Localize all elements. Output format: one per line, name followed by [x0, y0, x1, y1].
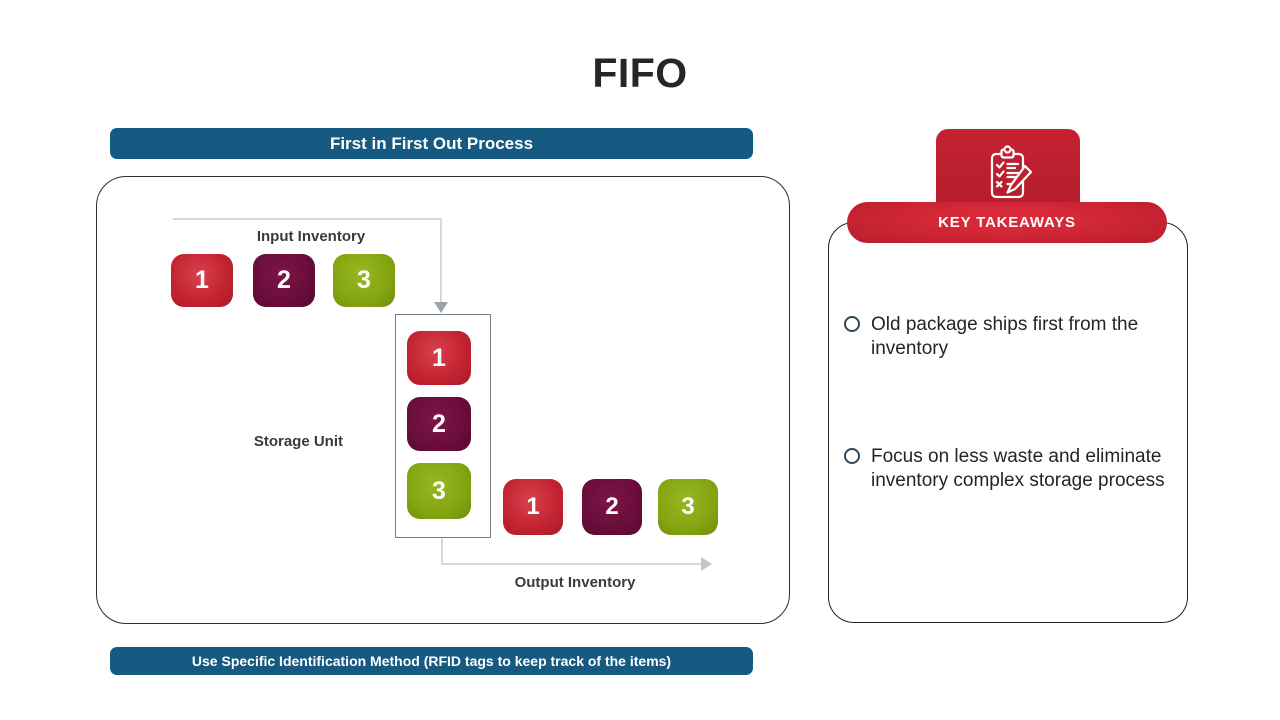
takeaway-text: Focus on less waste and eliminate invent… — [871, 446, 1165, 491]
storage-box-1: 1 — [407, 331, 471, 385]
arrow-down-icon — [434, 302, 448, 313]
input-box-3: 3 — [333, 254, 395, 307]
takeaways-header: KEY TAKEAWAYS — [847, 202, 1167, 243]
output-box-2: 2 — [582, 479, 642, 535]
method-banner: Use Specific Identification Method (RFID… — [110, 647, 753, 675]
page-title: FIFO — [592, 50, 688, 96]
flow-connector-arrows — [173, 218, 712, 571]
output-box-1: 1 — [503, 479, 563, 535]
output-inventory-label: Output Inventory — [514, 574, 636, 591]
takeaways-card — [828, 222, 1188, 623]
takeaway-item: Focus on less waste and eliminate invent… — [844, 445, 1180, 492]
takeaway-text: Old package ships first from the invento… — [871, 314, 1139, 359]
process-banner: First in First Out Process — [110, 128, 753, 159]
output-box-3: 3 — [658, 479, 718, 535]
storage-box-2: 2 — [407, 397, 471, 451]
storage-unit-label: Storage Unit — [253, 433, 343, 450]
clipboard-checklist-icon — [990, 145, 1033, 199]
input-box-1: 1 — [171, 254, 233, 307]
takeaways-header-label: KEY TAKEAWAYS — [938, 214, 1076, 231]
arrow-right-icon — [701, 557, 712, 571]
process-banner-label: First in First Out Process — [329, 133, 534, 153]
input-inventory-label: Input Inventory — [256, 228, 366, 245]
input-box-2: 2 — [253, 254, 315, 307]
process-diagram-panel: Input Inventory Storage Unit Output Inve… — [96, 176, 790, 624]
storage-box-3: 3 — [407, 463, 471, 519]
ring-bullet-icon — [844, 316, 860, 332]
takeaway-item: Old package ships first from the invento… — [844, 313, 1180, 360]
method-banner-label: Use Specific Identification Method (RFID… — [191, 653, 672, 669]
ring-bullet-icon — [844, 448, 860, 464]
